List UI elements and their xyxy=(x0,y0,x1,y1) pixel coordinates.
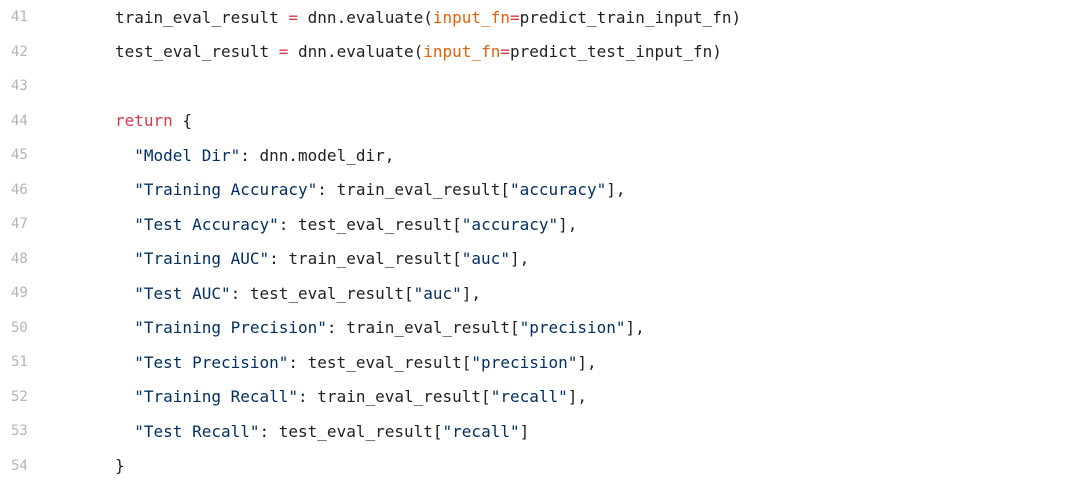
code-line: 48 "Training AUC": train_eval_result["au… xyxy=(0,242,1080,277)
code-token: "Training AUC" xyxy=(134,249,269,268)
line-code: "Training AUC": train_eval_result["auc"]… xyxy=(115,249,529,268)
code-line: 47 "Test Accuracy": test_eval_result["ac… xyxy=(0,207,1080,242)
code-token: "Test Precision" xyxy=(134,353,288,372)
code-token: predict_train_input_fn) xyxy=(520,8,742,27)
code-token: = xyxy=(288,8,298,27)
code-token: dnn.evaluate( xyxy=(298,8,433,27)
line-code: "Test AUC": test_eval_result["auc"], xyxy=(115,284,481,303)
code-token: "Training Recall" xyxy=(134,387,298,406)
code-token: "auc" xyxy=(462,249,510,268)
code-token: "Training Precision" xyxy=(134,318,327,337)
code-line: 46 "Training Accuracy": train_eval_resul… xyxy=(0,173,1080,208)
line-code: "Test Precision": test_eval_result["prec… xyxy=(115,353,597,372)
code-token: "Test AUC" xyxy=(134,284,230,303)
code-line: 49 "Test AUC": test_eval_result["auc"], xyxy=(0,276,1080,311)
code-token: ] xyxy=(520,422,530,441)
line-code: train_eval_result = dnn.evaluate(input_f… xyxy=(115,8,741,27)
line-code: "Training Precision": train_eval_result[… xyxy=(115,318,645,337)
line-code: return { xyxy=(115,111,192,130)
code-token: { xyxy=(173,111,192,130)
code-token xyxy=(115,353,134,372)
code-token: ], xyxy=(462,284,481,303)
line-number: 42 xyxy=(11,44,28,60)
code-token: = xyxy=(279,42,289,61)
code-token: "Test Accuracy" xyxy=(134,215,279,234)
code-token: ], xyxy=(626,318,645,337)
code-line: 52 "Training Recall": train_eval_result[… xyxy=(0,380,1080,415)
code-token: : test_eval_result[ xyxy=(279,215,462,234)
code-token: : test_eval_result[ xyxy=(260,422,443,441)
line-code: test_eval_result = dnn.evaluate(input_fn… xyxy=(115,42,722,61)
code-token: "accuracy" xyxy=(510,180,606,199)
code-token: train_eval_result xyxy=(115,8,288,27)
line-number: 49 xyxy=(11,285,28,301)
line-number: 43 xyxy=(11,78,28,94)
code-token xyxy=(115,146,134,165)
code-token: : dnn.model_dir, xyxy=(240,146,394,165)
code-token: ], xyxy=(510,249,529,268)
line-code: "Training Accuracy": train_eval_result["… xyxy=(115,180,626,199)
code-line: 44 return { xyxy=(0,104,1080,139)
code-token: "precision" xyxy=(520,318,626,337)
line-code: } xyxy=(115,456,125,475)
line-code: "Model Dir": dnn.model_dir, xyxy=(115,146,394,165)
code-line: 53 "Test Recall": test_eval_result["reca… xyxy=(0,414,1080,449)
code-token xyxy=(115,180,134,199)
code-token: : train_eval_result[ xyxy=(317,180,510,199)
line-number: 46 xyxy=(11,182,28,198)
code-token xyxy=(115,422,134,441)
code-token: "recall" xyxy=(443,422,520,441)
line-number: 41 xyxy=(11,9,28,25)
code-token: "precision" xyxy=(471,353,577,372)
code-token: "auc" xyxy=(414,284,462,303)
code-token: dnn.evaluate( xyxy=(288,42,423,61)
line-code: "Test Accuracy": test_eval_result["accur… xyxy=(115,215,577,234)
code-token: ], xyxy=(558,215,577,234)
code-line: 45 "Model Dir": dnn.model_dir, xyxy=(0,138,1080,173)
code-token: predict_test_input_fn) xyxy=(510,42,722,61)
line-number: 54 xyxy=(11,458,28,474)
code-token xyxy=(115,215,134,234)
line-number: 53 xyxy=(11,423,28,439)
code-token: = xyxy=(500,42,510,61)
line-number: 50 xyxy=(11,320,28,336)
code-line: 41 train_eval_result = dnn.evaluate(input… xyxy=(0,0,1080,35)
code-token: ], xyxy=(577,353,596,372)
line-number: 44 xyxy=(11,113,28,129)
line-number: 48 xyxy=(11,251,28,267)
code-token: ], xyxy=(568,387,587,406)
code-token: test_eval_result xyxy=(115,42,279,61)
line-number: 51 xyxy=(11,354,28,370)
code-token: : test_eval_result[ xyxy=(231,284,414,303)
line-code: "Training Recall": train_eval_result["re… xyxy=(115,387,587,406)
line-code: "Test Recall": test_eval_result["recall"… xyxy=(115,422,529,441)
code-token xyxy=(115,318,134,337)
code-token: "Training Accuracy" xyxy=(134,180,317,199)
code-token: "accuracy" xyxy=(462,215,558,234)
code-line: 50 "Training Precision": train_eval_resu… xyxy=(0,311,1080,346)
code-line: 42 test_eval_result = dnn.evaluate(input_… xyxy=(0,35,1080,70)
code-token: "recall" xyxy=(491,387,568,406)
code-token: } xyxy=(115,456,125,475)
code-token: : test_eval_result[ xyxy=(288,353,471,372)
code-line: 51 "Test Precision": test_eval_result["p… xyxy=(0,345,1080,380)
code-token: ], xyxy=(606,180,625,199)
line-number: 52 xyxy=(11,389,28,405)
code-token: input_fn xyxy=(423,42,500,61)
code-token: = xyxy=(510,8,520,27)
code-token: input_fn xyxy=(433,8,510,27)
code-token: : train_eval_result[ xyxy=(327,318,520,337)
code-token xyxy=(115,387,134,406)
code-token xyxy=(115,249,134,268)
line-number: 47 xyxy=(11,216,28,232)
code-token: "Model Dir" xyxy=(134,146,240,165)
code-token xyxy=(115,284,134,303)
code-token: "Test Recall" xyxy=(134,422,259,441)
code-line: 43 xyxy=(0,69,1080,104)
code-token: : train_eval_result[ xyxy=(298,387,491,406)
code-token: : train_eval_result[ xyxy=(269,249,462,268)
code-token: return xyxy=(115,111,173,130)
line-number: 45 xyxy=(11,147,28,163)
